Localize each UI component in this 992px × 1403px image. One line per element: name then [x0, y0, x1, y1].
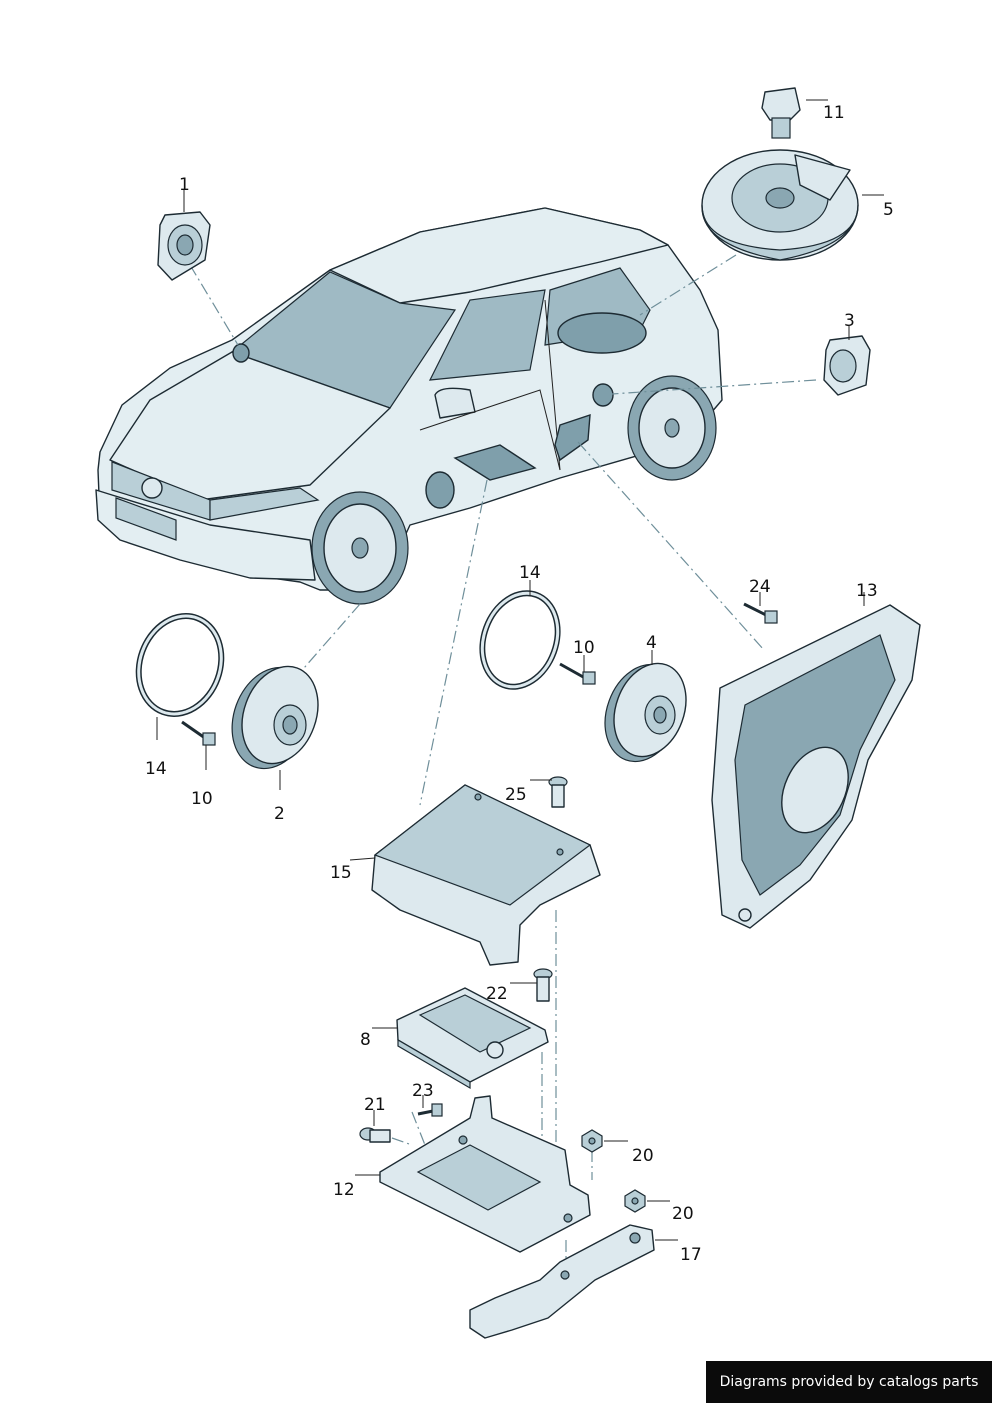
callout-20-lower: 20: [672, 1204, 694, 1224]
part-24-rivet[interactable]: [743, 602, 778, 624]
part-10-screw-left[interactable]: [181, 720, 216, 746]
callout-3: 3: [844, 311, 855, 331]
rear-shelf-opening: [557, 312, 647, 354]
tweeter-opening-rear: [592, 383, 614, 407]
callout-22: 22: [486, 984, 508, 1004]
part-2-door-speaker[interactable]: [219, 656, 331, 780]
part-20-nut-upper[interactable]: [581, 1129, 603, 1153]
callout-2: 2: [274, 804, 285, 824]
callout-1: 1: [179, 175, 190, 195]
callout-23: 23: [412, 1081, 434, 1101]
part-25-screw[interactable]: [548, 776, 568, 808]
credit-text: Diagrams provided by catalogs parts: [719, 1374, 979, 1390]
callout-17: 17: [680, 1245, 702, 1265]
part-10-screw-right[interactable]: [559, 662, 596, 685]
badge-icon: [141, 477, 163, 499]
part-20-nut-lower[interactable]: [624, 1189, 646, 1213]
callout-14-left: 14: [145, 759, 167, 779]
callout-13: 13: [856, 581, 878, 601]
part-11-fastener[interactable]: [761, 87, 801, 139]
callout-14-right: 14: [519, 563, 541, 583]
callout-8: 8: [360, 1030, 371, 1050]
part-5-subwoofer[interactable]: [701, 149, 859, 261]
part-17-support-bracket[interactable]: [469, 1224, 655, 1339]
callout-4: 4: [646, 633, 657, 653]
front-door-speaker-opening: [425, 471, 455, 509]
credit-banner: Diagrams provided by catalogs parts: [706, 1361, 992, 1403]
connector-icon: [486, 1041, 504, 1059]
reference-lines: [189, 254, 817, 1275]
callout-20-upper: 20: [632, 1146, 654, 1166]
part-8-control-unit[interactable]: [396, 987, 549, 1090]
callout-21: 21: [364, 1095, 386, 1115]
callout-labels: 1 11 5 3 14 10 2 14 10 4 24 13 25 15 22 …: [145, 103, 894, 1265]
part-21-screw[interactable]: [359, 1127, 391, 1143]
part-22-screw[interactable]: [533, 968, 553, 1002]
part-14-ring-right[interactable]: [470, 583, 570, 698]
callout-5: 5: [883, 200, 894, 220]
tweeter-opening-front: [232, 343, 250, 363]
rear-door-speaker-opening: [554, 414, 591, 462]
callout-12: 12: [333, 1180, 355, 1200]
part-13-carrier-panel[interactable]: [711, 604, 921, 929]
callout-leaders: [156, 99, 884, 1241]
part-14-ring-left[interactable]: [125, 604, 234, 725]
part-4-door-speaker[interactable]: [592, 653, 698, 772]
part-12-bracket[interactable]: [379, 1095, 591, 1253]
callout-11: 11: [823, 103, 845, 123]
control-unit-opening: [453, 444, 537, 481]
part-23-screw[interactable]: [417, 1103, 443, 1117]
part-3-tweeter[interactable]: [823, 335, 871, 396]
callout-10-right: 10: [573, 638, 595, 658]
callout-25: 25: [505, 785, 527, 805]
callout-24: 24: [749, 577, 771, 597]
car-body: [95, 207, 723, 605]
part-15-cover[interactable]: [371, 784, 601, 966]
callout-15: 15: [330, 863, 352, 883]
part-1-tweeter[interactable]: [157, 211, 211, 281]
callout-10-left: 10: [191, 789, 213, 809]
